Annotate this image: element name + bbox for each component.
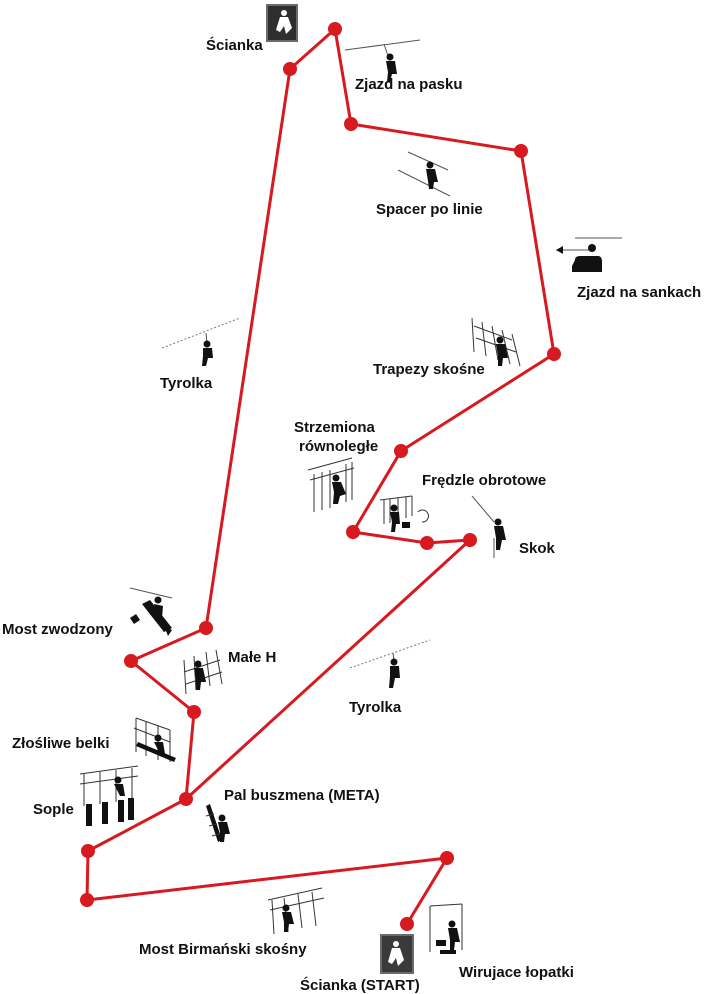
zipline-sled-icon (556, 237, 622, 272)
station-label: Złośliwe belki (12, 735, 110, 752)
waypoint (420, 536, 434, 550)
station-label: Spacer po linie (376, 201, 483, 218)
rotating-fringes-icon (379, 495, 429, 532)
station-label: równoległe (299, 438, 378, 455)
drawbridge-icon (129, 587, 173, 636)
station-label: Wirujace łopatki (459, 964, 574, 981)
station-label: Sople (33, 801, 74, 818)
station-label: Ścianka (206, 36, 263, 54)
waypoint (514, 144, 528, 158)
waypoint (394, 444, 408, 458)
slanted-trapezes-icon (471, 317, 521, 367)
waypoint (328, 22, 342, 36)
station-label: Ścianka (START) (300, 976, 420, 994)
waypoint (346, 525, 360, 539)
spinning-paddles-icon (429, 903, 463, 954)
station-label: Skok (519, 540, 556, 557)
route-waypoints (80, 22, 561, 931)
parallel-stirrups-icon (307, 457, 355, 512)
station-label: Most Birmański skośny (139, 941, 307, 958)
station-label: Tyrolka (349, 699, 402, 716)
route-path (85, 27, 556, 926)
station-label: Most zwodzony (2, 621, 113, 638)
station-label: Pal buszmena (META) (224, 787, 380, 804)
waypoint (81, 844, 95, 858)
zipline-icon (349, 639, 431, 688)
waypoint (463, 533, 477, 547)
station-label: Małe H (228, 649, 276, 666)
bushman-pole-icon (205, 804, 230, 842)
waypoint (400, 917, 414, 931)
rope-walk-icon (397, 151, 451, 197)
waypoint (547, 347, 561, 361)
small-h-icon (183, 649, 223, 695)
station-label: Zjazd na pasku (355, 76, 463, 93)
icicles-icon (79, 765, 139, 826)
tricky-beams-icon (133, 717, 176, 762)
station-label: Frędzle obrotowe (422, 472, 546, 489)
zipline-belt-icon (344, 39, 421, 82)
burmese-bridge-icon (267, 887, 325, 935)
station-label: Trapezy skośne (373, 361, 485, 378)
waypoint (283, 62, 297, 76)
waypoint (199, 621, 213, 635)
zipline-icon (161, 317, 241, 366)
waypoint (187, 705, 201, 719)
waypoint (440, 851, 454, 865)
waypoint (80, 893, 94, 907)
jump-icon (471, 495, 506, 558)
climbing-wall-start-icon (380, 934, 414, 974)
waypoint (344, 117, 358, 131)
station-label: Strzemiona (294, 419, 376, 436)
waypoint (179, 792, 193, 806)
climbing-wall-icon (266, 4, 298, 42)
station-label: Tyrolka (160, 375, 213, 392)
waypoint (124, 654, 138, 668)
station-label: Zjazd na sankach (577, 284, 701, 301)
